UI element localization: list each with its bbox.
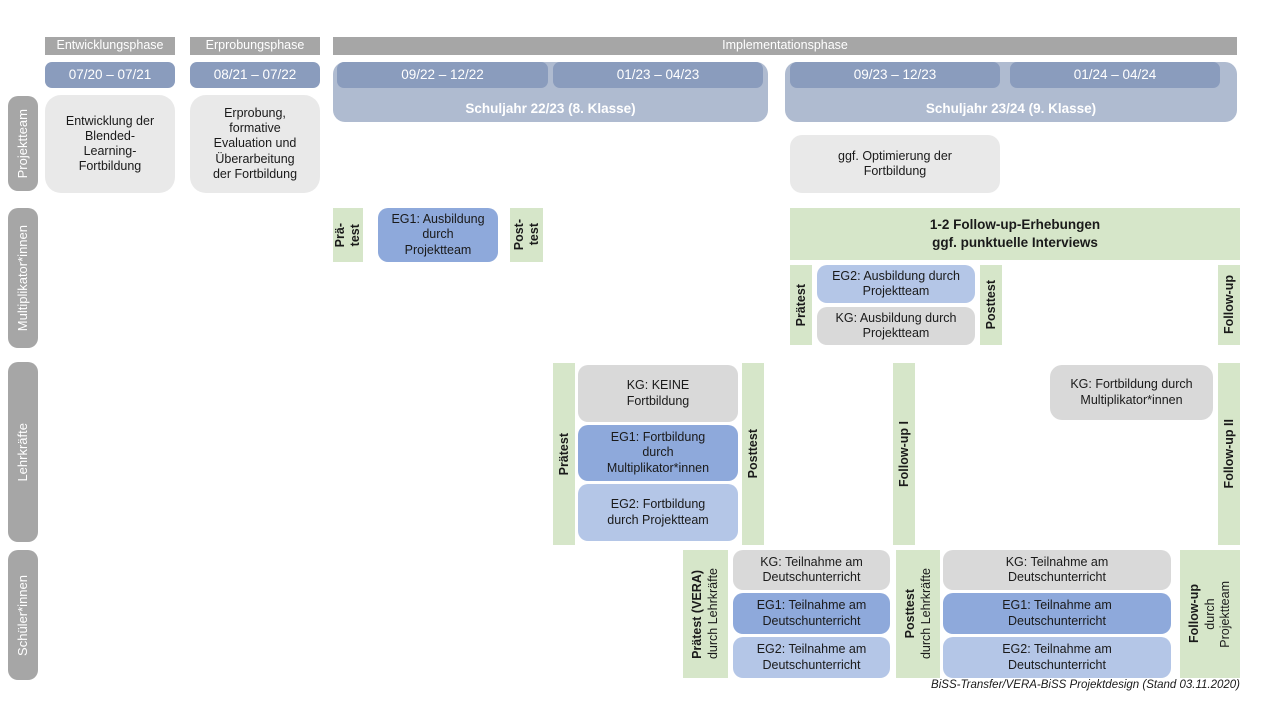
bar-followup2-lehrkraefte: Follow-up II [1218,363,1240,545]
bar-praetest-multiplikatoren-1: Prä- test [333,208,363,262]
box-followup-erhebungen: 1-2 Follow-up-Erhebungen ggf. punktuelle… [790,208,1240,260]
phase-header-erprobungsphase: Erprobungsphase [190,37,320,55]
box-erprobung-evaluation: Erprobung, formative Evaluation und Über… [190,95,320,193]
bar-posttest-lehrkraefte-text: Posttest [745,429,760,479]
row-label-multiplikatoren-text: Multiplikator*innen [15,224,31,332]
box-eg1-ausbildung-projektteam: EG1: Ausbildung durch Projektteam [378,208,498,262]
bar-posttest-schueler: Posttest durch Lehrkräfte [896,550,940,678]
bar-followup-multiplikatoren: Follow-up [1218,265,1240,345]
bar-posttest-schueler-main-text: Posttest [902,589,917,639]
bar-praetest-lehrkraefte: Prätest [553,363,575,545]
bar-praetest-vera-sub-text: durch Lehrkräfte [706,568,720,660]
date-pill-erprobung: 08/21 – 07/22 [190,62,320,88]
bar-posttest-multiplikatoren-1: Post- test [510,208,543,262]
row-label-schueler: Schüler*innen [8,550,38,680]
bar-followup-schueler-sub-text: durch Projektteam [1203,580,1232,648]
phase-header-entwicklungsphase: Entwicklungsphase [45,37,175,55]
bar-posttest-multiplikatoren-2-text: Posttest [983,280,998,330]
bar-followup2-lehrkraefte-text: Follow-up II [1221,419,1236,489]
bar-followup1-lehrkraefte: Follow-up I [893,363,915,545]
box-eg1-teilnahme-1: EG1: Teilnahme am Deutschunterricht [733,593,890,634]
box-kg-teilnahme-2: KG: Teilnahme am Deutschunterricht [943,550,1171,590]
bar-followup-multiplikatoren-text: Follow-up [1221,275,1236,335]
bar-posttest-schueler-sub-text: durch Lehrkräfte [918,568,933,660]
box-eg2-teilnahme-1: EG2: Teilnahme am Deutschunterricht [733,637,890,678]
date-pill-0124-0424: 01/24 – 04/24 [1010,62,1220,88]
box-eg1-fortbildung-multiplikatoren: EG1: Fortbildung durch Multiplikator*inn… [578,425,738,481]
date-pill-0123-0423: 01/23 – 04/23 [553,62,763,88]
school-year-label-2223: Schuljahr 22/23 (8. Klasse) [465,100,636,116]
row-label-schueler-text: Schüler*innen [15,574,31,656]
bar-praetest-multiplikatoren-2: Prätest [790,265,812,345]
phase-header-implementationsphase: Implementationsphase [333,37,1237,55]
row-label-lehrkraefte-text: Lehrkräfte [15,422,31,482]
bar-posttest-multiplikatoren-1-text: Post- test [511,219,541,251]
bar-praetest-lehrkraefte-text: Prätest [556,432,571,476]
row-label-multiplikatoren: Multiplikator*innen [8,208,38,348]
box-eg2-teilnahme-2: EG2: Teilnahme am Deutschunterricht [943,637,1171,678]
bar-praetest-multiplikatoren-2-text: Prätest [793,283,808,327]
box-kg-fortbildung-multiplikatoren: KG: Fortbildung durch Multiplikator*inne… [1050,365,1213,420]
school-year-container-2223: 09/22 – 12/22 01/23 – 04/23 Schuljahr 22… [333,62,768,122]
row-label-lehrkraefte: Lehrkräfte [8,362,38,542]
bar-followup-schueler-main-text: Follow-up [1187,584,1202,644]
box-eg1-teilnahme-2: EG1: Teilnahme am Deutschunterricht [943,593,1171,634]
box-kg-keine-fortbildung: KG: KEINE Fortbildung [578,365,738,422]
row-label-projektteam-text: Projektteam [15,108,31,179]
school-year-label-2324: Schuljahr 23/24 (9. Klasse) [925,100,1097,116]
diagram-caption: BiSS-Transfer/VERA-BiSS Projektdesign (S… [931,679,1240,691]
row-label-projektteam: Projektteam [8,96,38,191]
date-pill-0922-1222: 09/22 – 12/22 [337,62,548,88]
box-entwicklung-fortbildung: Entwicklung der Blended- Learning- Fortb… [45,95,175,193]
bar-praetest-vera-schueler: Prätest (VERA) durch Lehrkräfte [683,550,728,678]
bar-followup1-lehrkraefte-text: Follow-up I [896,421,911,487]
bar-posttest-lehrkraefte: Posttest [742,363,764,545]
school-year-container-2324: 09/23 – 12/23 01/24 – 04/24 Schuljahr 23… [785,62,1237,122]
box-eg2-ausbildung-projektteam: EG2: Ausbildung durch Projektteam [817,265,975,303]
box-optimierung-fortbildung: ggf. Optimierung der Fortbildung [790,135,1000,193]
bar-followup-schueler: Follow-up durch Projektteam [1180,550,1240,678]
bar-praetest-vera-main-text: Prätest (VERA) [690,569,705,659]
date-pill-0923-1223: 09/23 – 12/23 [790,62,1000,88]
box-kg-ausbildung-projektteam: KG: Ausbildung durch Projektteam [817,307,975,345]
bar-praetest-multiplikatoren-1-text: Prä- test [333,222,362,248]
box-kg-teilnahme-1: KG: Teilnahme am Deutschunterricht [733,550,890,590]
date-pill-entwicklung: 07/20 – 07/21 [45,62,175,88]
box-eg2-fortbildung-projektteam: EG2: Fortbildung durch Projektteam [578,484,738,541]
bar-posttest-multiplikatoren-2: Posttest [980,265,1002,345]
